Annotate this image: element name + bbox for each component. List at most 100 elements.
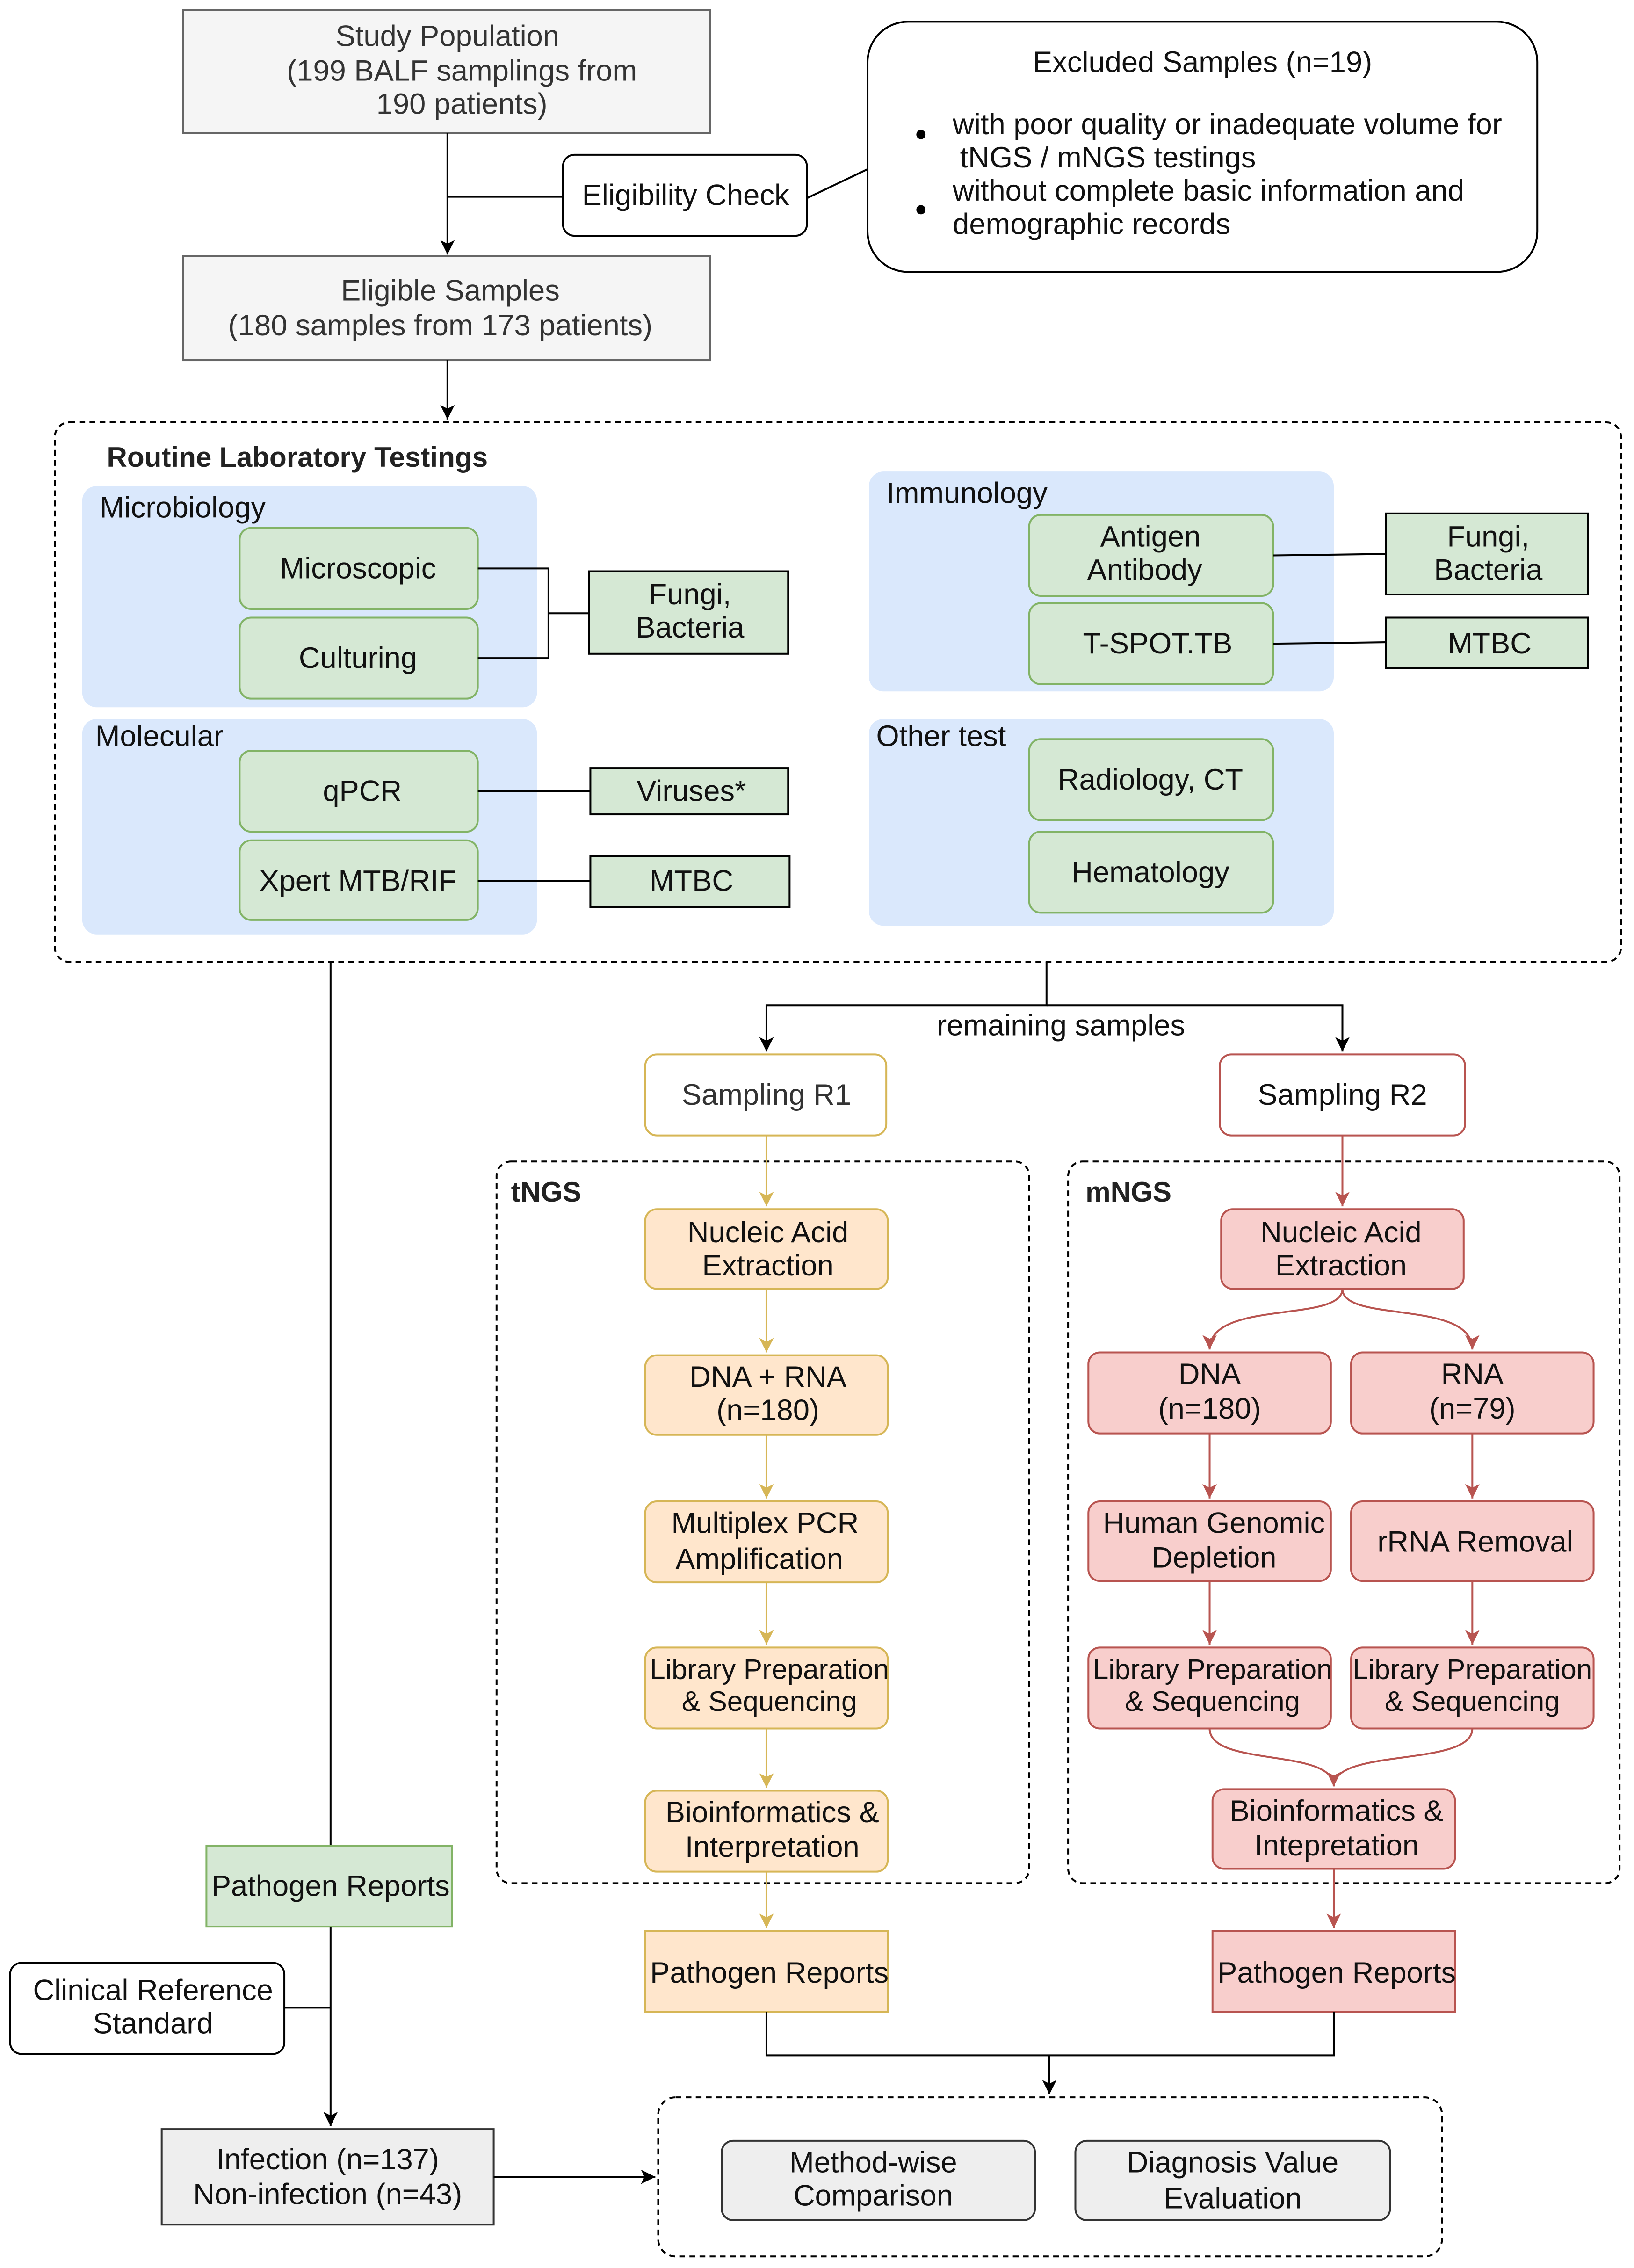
- mngs-report-label: Pathogen Reports: [1217, 1956, 1456, 1989]
- excluded-samples-box: Excluded Samples (n=19) with poor qualit…: [867, 21, 1539, 273]
- mngs-report-box: Pathogen Reports: [1211, 1930, 1456, 2013]
- arrow-extraction-to-rna: [1341, 1289, 1480, 1350]
- clinical-reference-line-2: Standard: [93, 2007, 213, 2040]
- microbiology-target-box: Fungi, Bacteria: [588, 570, 789, 655]
- clinical-reference-line-1: Clinical Reference: [33, 1974, 273, 2007]
- study-population-title: Study Population: [336, 20, 559, 52]
- tngs-extraction-line-1: Nucleic Acid: [687, 1216, 849, 1249]
- mngs-bioinformatics-box: Bioinformatics & Intepretation: [1211, 1788, 1456, 1870]
- infection-count: Infection (n=137): [216, 2143, 439, 2176]
- excluded-samples-frame: [867, 21, 1539, 273]
- tngs-report-label: Pathogen Reports: [650, 1956, 889, 1989]
- tngs-library-line-1: Library Preparation: [650, 1653, 889, 1685]
- mngs-label: mNGS: [1085, 1176, 1171, 1208]
- tngs-report-frame: [644, 1930, 889, 2013]
- eligible-samples-title: Eligible Samples: [341, 275, 560, 307]
- qpcr-label: qPCR: [323, 775, 402, 808]
- mngs-rna-library-line-2: & Sequencing: [1385, 1685, 1560, 1717]
- microbiology-target-frame: [588, 570, 789, 655]
- mngs-dna-line-2: (n=180): [1158, 1392, 1261, 1425]
- connector-antigen-to-target: [1273, 553, 1386, 557]
- antibody-label: Antibody: [1087, 553, 1203, 586]
- diagnosis-value-box: [1074, 2139, 1391, 2221]
- other-test-label: Other test: [876, 720, 1006, 753]
- mngs-rrna-removal-label: rRNA Removal: [1377, 1526, 1573, 1558]
- mngs-extraction-box: Nucleic Acid Extraction: [1220, 1208, 1465, 1290]
- mngs-extraction-line-1: Nucleic Acid: [1260, 1216, 1422, 1249]
- arrow-to-sampling-r1: [759, 962, 1048, 1052]
- microbiology-target-line-2: Bacteria: [636, 611, 745, 644]
- mngs-rna-library-box: Library Preparation & Sequencing: [1350, 1646, 1595, 1730]
- sampling-r2-label: Sampling R2: [1258, 1079, 1427, 1111]
- bullet-icon: [916, 130, 926, 139]
- eligibility-check-frame: [562, 153, 808, 237]
- eligible-samples-box: Eligible Samples (180 samples from 173 p…: [182, 255, 711, 362]
- bullet-icon: [916, 205, 926, 215]
- mngs-rrna-removal-box: rRNA Removal: [1350, 1500, 1595, 1582]
- diagnosis-value-line-2: Evaluation: [1164, 2182, 1301, 2215]
- mngs-rna-library-line-1: Library Preparation: [1352, 1653, 1592, 1685]
- tngs-library-box: Library Preparation & Sequencing: [644, 1646, 889, 1730]
- tngs-bioinformatics-box: Bioinformatics & Interpretation: [644, 1790, 889, 1873]
- tspot-target-label: MTBC: [1448, 627, 1532, 660]
- method-comparison-box: [721, 2139, 1036, 2221]
- routine-report-frame: [205, 1844, 453, 1928]
- evaluation-section: Method-wise Comparison Diagnosis Value E…: [657, 2096, 1443, 2258]
- immunology-target-line-2: Bacteria: [1434, 553, 1543, 586]
- xpert-label: Xpert MTB/RIF: [260, 864, 457, 897]
- routine-report-box: Pathogen Reports: [205, 1844, 453, 1928]
- excluded-criterion-2-line-2: demographic records: [953, 208, 1230, 240]
- microbiology-panel: Microbiology Microscopic Culturing: [82, 486, 537, 708]
- excluded-samples-title: Excluded Samples (n=19): [1033, 46, 1372, 79]
- mngs-bioinformatics-line-1: Bioinformatics &: [1230, 1795, 1444, 1827]
- arrow-rna-library-to-bioinformatics: [1326, 1728, 1474, 1787]
- immunology-target-frame: [1385, 512, 1589, 596]
- mngs-dna-library-line-2: & Sequencing: [1125, 1685, 1300, 1717]
- mngs-section: mNGS Nucleic Acid Extraction DNA (n=180)…: [1067, 1135, 1621, 1884]
- molecular-panel: Molecular qPCR Xpert MTB/RIF: [82, 718, 537, 935]
- arrow-extraction-to-dna: [1202, 1289, 1344, 1350]
- study-population-box: Study Population (199 BALF samplings fro…: [182, 9, 711, 134]
- tspot-target-box: MTBC: [1385, 616, 1589, 669]
- tspot-target-frame: [1385, 616, 1589, 669]
- remaining-samples-label: remaining samples: [937, 1009, 1185, 1042]
- other-test-panel: Other test Radiology, CT Hematology: [869, 718, 1334, 926]
- hematology-box: [1028, 831, 1274, 914]
- method-comparison-line-2: Comparison: [794, 2179, 953, 2212]
- mngs-dna-box: DNA (n=180): [1087, 1351, 1332, 1435]
- tngs-bioinformatics-line-2: Interpretation: [685, 1831, 860, 1863]
- method-comparison-line-1: Method-wise: [789, 2146, 957, 2179]
- mtbc-target-frame: [589, 855, 791, 908]
- tngs-pcr-box: Multiplex PCR Amplification: [644, 1500, 889, 1584]
- culturing-label: Culturing: [299, 642, 417, 674]
- immunology-label: Immunology: [886, 477, 1048, 510]
- mngs-rna-line-1: RNA: [1441, 1358, 1504, 1391]
- eligibility-check-box: Eligibility Check: [562, 153, 808, 237]
- sampling-r1-label: Sampling R1: [682, 1079, 851, 1111]
- tngs-extraction-box: Nucleic Acid Extraction: [644, 1208, 889, 1290]
- mngs-rna-line-2: (n=79): [1429, 1392, 1516, 1425]
- study-population-line-2: (199 BALF samplings from: [287, 54, 637, 87]
- immunology-panel: Immunology Antigen Antibody T-SPOT.TB: [869, 471, 1334, 692]
- eligible-samples-count: (180 samples from 173 patients): [228, 309, 652, 342]
- molecular-label: Molecular: [95, 720, 224, 753]
- diagnosis-groups-frame: [160, 2128, 495, 2226]
- connector-tspot-to-mtbc: [1273, 641, 1386, 645]
- tngs-pcr-line-1: Multiplex PCR: [671, 1507, 859, 1539]
- tspot-label: T-SPOT.TB: [1083, 627, 1232, 660]
- mngs-extraction-line-2: Extraction: [1275, 1249, 1407, 1282]
- mngs-rna-box: RNA (n=79): [1350, 1351, 1595, 1435]
- connector-microbiology-to-target: [477, 567, 589, 659]
- mngs-depletion-line-1: Human Genomic: [1103, 1507, 1325, 1539]
- tngs-report-box: Pathogen Reports: [644, 1930, 889, 2013]
- study-population-line-3: 190 patients): [376, 88, 548, 121]
- tngs-dna-rna-line-1: DNA + RNA: [689, 1361, 847, 1393]
- excluded-criterion-2-line-1: without complete basic information and: [952, 174, 1464, 207]
- routine-report-label: Pathogen Reports: [211, 1870, 450, 1903]
- tngs-dna-rna-box: DNA + RNA (n=180): [644, 1354, 889, 1436]
- tngs-section: tNGS Nucleic Acid Extraction DNA + RNA (…: [495, 1135, 1030, 1884]
- antigen-label: Antigen: [1100, 520, 1201, 553]
- mngs-frame: [1067, 1160, 1621, 1884]
- immunology-target-line-1: Fungi,: [1447, 520, 1529, 553]
